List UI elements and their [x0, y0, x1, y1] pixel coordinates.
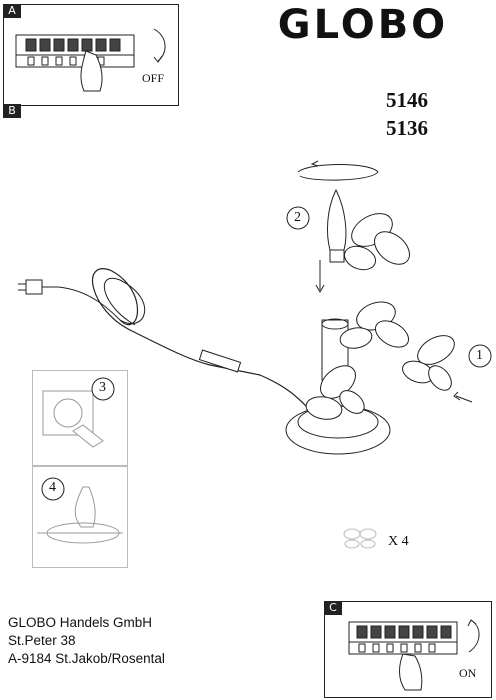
panel-c-switch-on: C ON	[324, 601, 492, 698]
step-3-plug-in-panel: 3	[32, 370, 128, 466]
power-cord	[92, 268, 311, 411]
address-line-2: St.Peter 38	[8, 633, 76, 648]
panel-a-tag: A	[3, 4, 21, 18]
brand-logo: GLOBO	[277, 2, 449, 48]
fuse-box-on-illustration	[348, 619, 480, 691]
model-number-1: 5146	[386, 88, 428, 112]
manufacturer-address: GLOBO Handels GmbH St.Peter 38 A-9184 St…	[8, 614, 165, 668]
address-line-3: A-9184 St.Jakob/Rosental	[8, 651, 165, 666]
butterfly-accessory-icon	[343, 528, 377, 549]
step-2-label: 2	[294, 210, 301, 225]
wall-socket-illustration	[42, 377, 115, 448]
address-line-1: GLOBO Handels GmbH	[8, 615, 153, 630]
panel-c-tag: C	[324, 601, 342, 615]
butterfly-shades	[305, 213, 455, 420]
model-number-2: 5136	[386, 116, 428, 140]
accessory-count: X 4	[388, 534, 409, 549]
fuse-box-off-illustration	[15, 28, 166, 92]
foot-switch-illustration	[37, 477, 123, 544]
step-4-label: 4	[49, 480, 56, 495]
candle-bulb-icon	[327, 188, 347, 251]
inline-switch	[198, 349, 242, 373]
panel-a-off-label: OFF	[142, 71, 165, 85]
step-1-label: 1	[476, 348, 483, 363]
panel-b-tag: B	[3, 104, 21, 118]
lamp-assembly-illustration	[18, 160, 492, 455]
step-4-switch-on-panel: 4	[32, 466, 128, 568]
plug-icon	[18, 279, 121, 321]
panel-c-on-label: ON	[459, 666, 477, 680]
panel-a-switch-off: A OFF	[3, 4, 179, 106]
step-3-label: 3	[99, 380, 106, 395]
